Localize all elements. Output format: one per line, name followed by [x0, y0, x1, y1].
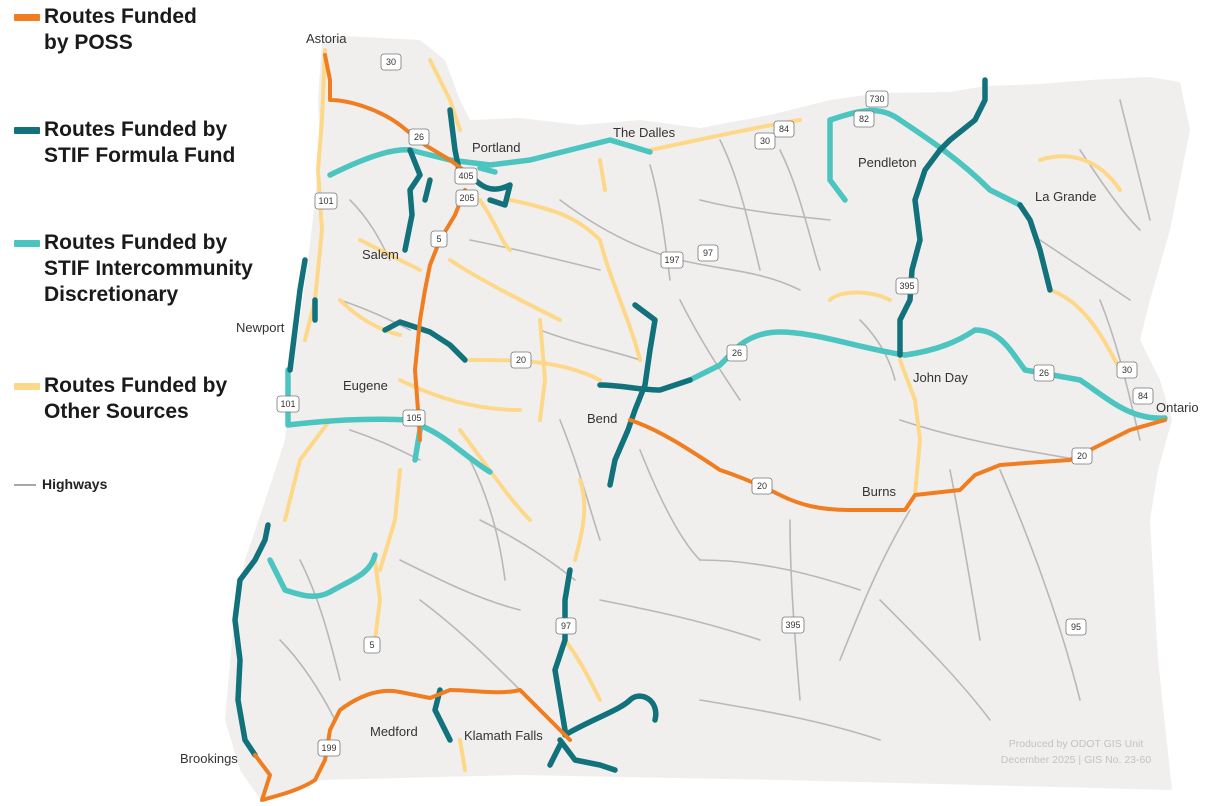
shield: 30: [1116, 361, 1138, 379]
legend-swatch: [14, 484, 36, 486]
svg-text:95: 95: [1071, 622, 1081, 632]
shield: 395: [895, 277, 919, 295]
shield: 26: [1033, 364, 1055, 382]
svg-text:199: 199: [321, 743, 336, 753]
shield: 26: [408, 128, 430, 146]
oregon-landmass: [225, 36, 1190, 802]
city-label: Bend: [587, 411, 617, 426]
city-label: Brookings: [180, 751, 238, 766]
svg-text:97: 97: [561, 621, 571, 631]
city-label: The Dalles: [613, 125, 676, 140]
svg-text:30: 30: [760, 136, 770, 146]
svg-text:30: 30: [386, 57, 396, 67]
svg-text:105: 105: [406, 413, 421, 423]
legend-label: Highways: [42, 476, 108, 492]
shield: 395: [781, 616, 805, 634]
svg-text:30: 30: [1122, 365, 1132, 375]
shield: 105: [402, 409, 426, 427]
legend-label: Routes Funded by POSS: [44, 5, 197, 54]
shield: 197: [660, 251, 684, 269]
svg-text:20: 20: [757, 481, 767, 491]
shield: 84: [773, 120, 795, 138]
routes-poss: [253, 53, 1167, 802]
shield: 30: [380, 53, 402, 71]
city-label: Klamath Falls: [464, 728, 543, 743]
svg-text:Produced by ODOT GIS Unit: Produced by ODOT GIS Unit: [1009, 738, 1144, 750]
shield: 97: [697, 244, 719, 262]
svg-text:20: 20: [516, 355, 526, 365]
city-label: Salem: [362, 247, 399, 262]
shield: 5: [430, 230, 448, 248]
highway-shields: 30 26 405 205 101 5 84 730 82 30 197 97 …: [276, 53, 1154, 757]
svg-text:84: 84: [779, 124, 789, 134]
city-labels: Astoria Portland The Dalles Pendleton La…: [180, 31, 1199, 766]
shield: 730: [865, 90, 889, 108]
legend-swatch: [14, 14, 40, 21]
legend-label: Routes Funded by Other Sources: [44, 374, 228, 423]
svg-text:26: 26: [732, 348, 742, 358]
svg-text:5: 5: [436, 234, 441, 244]
city-label: Newport: [236, 320, 285, 335]
svg-text:405: 405: [458, 171, 473, 181]
legend-swatch: [14, 127, 40, 134]
svg-text:97: 97: [703, 248, 713, 258]
shield: 5: [363, 636, 381, 654]
svg-text:26: 26: [1039, 368, 1049, 378]
svg-text:730: 730: [869, 94, 884, 104]
svg-text:197: 197: [664, 255, 679, 265]
city-label: La Grande: [1035, 189, 1096, 204]
shield: 26: [726, 344, 748, 362]
svg-text:101: 101: [318, 196, 333, 206]
svg-text:205: 205: [459, 193, 474, 203]
routes-stif-formula: [232, 77, 1053, 773]
highway-network: [279, 99, 1151, 741]
shield: 84: [1132, 387, 1154, 405]
legend-swatch: [14, 240, 40, 247]
svg-text:395: 395: [899, 281, 914, 291]
city-label: Ontario: [1156, 400, 1199, 415]
shield: 101: [314, 192, 338, 210]
shield: 30: [754, 132, 776, 150]
city-label: Eugene: [343, 378, 388, 393]
shield: 405: [454, 167, 478, 185]
shield: 97: [555, 617, 577, 635]
city-label: Burns: [862, 484, 896, 499]
city-label: Astoria: [306, 31, 347, 46]
svg-text:82: 82: [859, 114, 869, 124]
shield: 20: [510, 351, 532, 369]
city-label: Portland: [472, 140, 520, 155]
shield: 199: [317, 739, 341, 757]
svg-text:101: 101: [280, 399, 295, 409]
legend-swatch: [14, 383, 40, 390]
svg-text:20: 20: [1077, 451, 1087, 461]
shield: 82: [853, 110, 875, 128]
city-label: Pendleton: [858, 155, 917, 170]
legend-label: Routes Funded by STIF Intercommunity Dis…: [44, 231, 253, 306]
shield: 205: [455, 189, 479, 207]
svg-text:84: 84: [1138, 391, 1148, 401]
shield: 20: [1071, 447, 1093, 465]
city-label: Medford: [370, 724, 418, 739]
svg-text:26: 26: [414, 132, 424, 142]
svg-text:395: 395: [785, 620, 800, 630]
legend-label: Routes Funded by STIF Formula Fund: [44, 118, 236, 167]
svg-text:5: 5: [369, 640, 374, 650]
routes-other-sources: [283, 48, 1122, 772]
city-label: John Day: [913, 370, 968, 385]
svg-text:December 2025 | GIS No. 23-60: December 2025 | GIS No. 23-60: [1001, 754, 1152, 766]
shield: 101: [276, 395, 300, 413]
shield: 20: [751, 477, 773, 495]
shield: 95: [1065, 618, 1087, 636]
map-credit: Produced by ODOT GIS Unit December 2025 …: [1001, 738, 1152, 766]
